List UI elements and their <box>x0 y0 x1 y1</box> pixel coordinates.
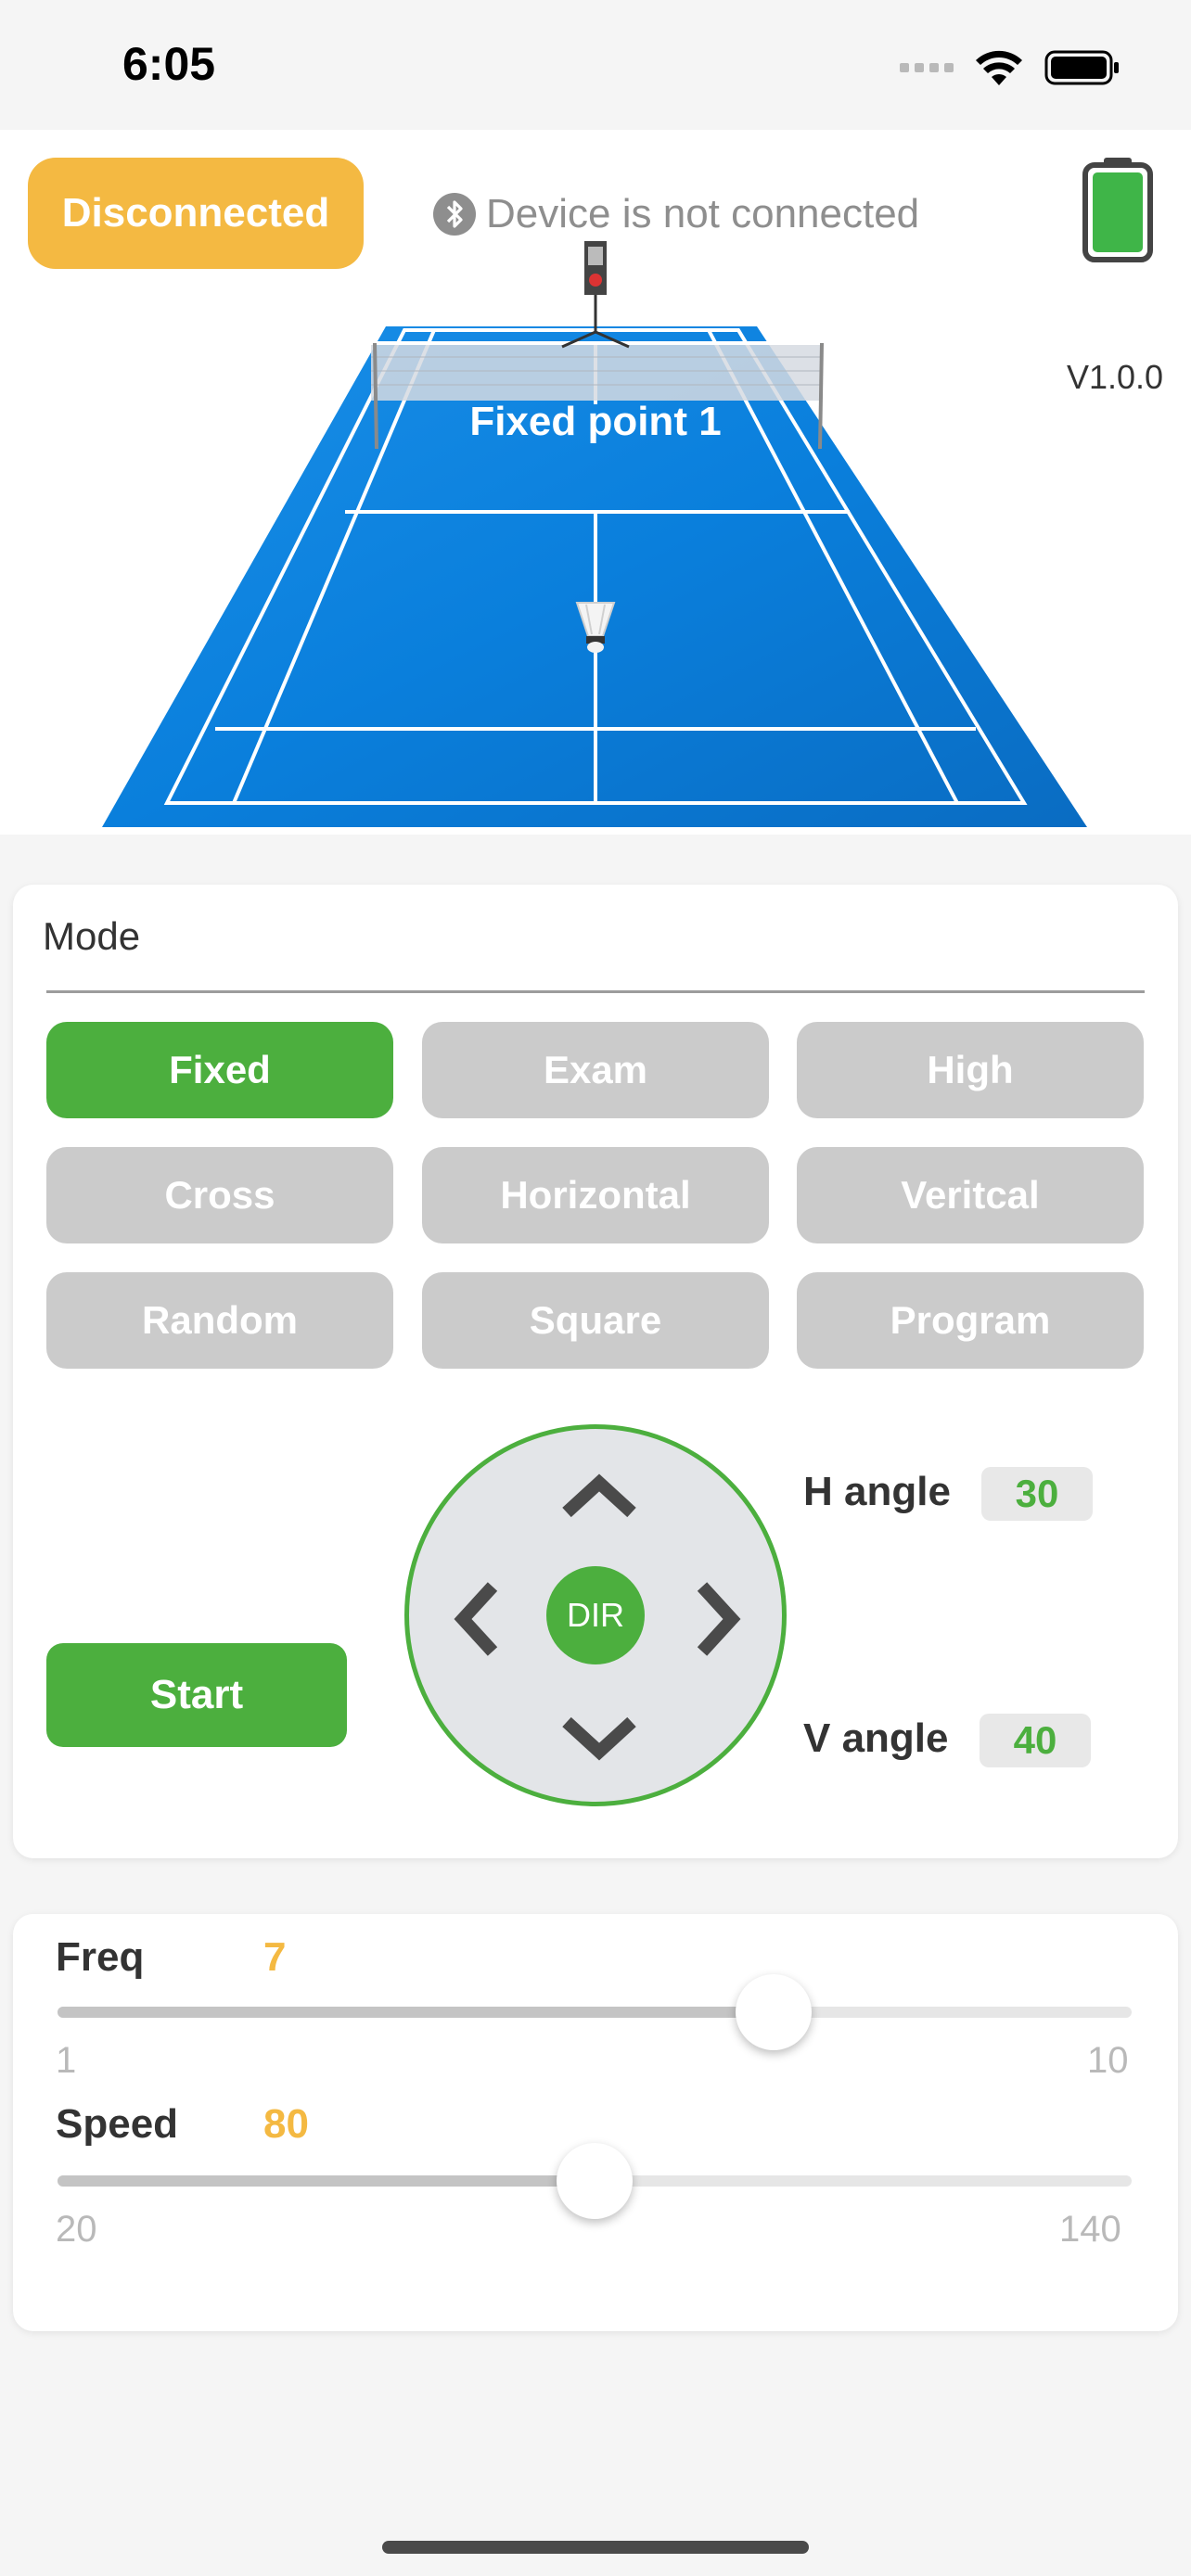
mode-button-random[interactable]: Random <box>46 1272 393 1369</box>
freq-slider-fill <box>58 2007 775 2018</box>
mode-button-program[interactable]: Program <box>797 1272 1144 1369</box>
freq-label: Freq <box>56 1934 145 1980</box>
v-angle-label: V angle <box>803 1715 949 1761</box>
mode-button-exam[interactable]: Exam <box>422 1022 769 1118</box>
freq-value: 7 <box>263 1934 287 1980</box>
h-angle-value[interactable]: 30 <box>981 1467 1093 1521</box>
court-point-label: Fixed point 1 <box>469 399 722 444</box>
device-status: Device is not connected <box>432 185 919 243</box>
freq-min-label: 1 <box>56 2040 77 2081</box>
mode-button-fixed[interactable]: Fixed <box>46 1022 393 1118</box>
shuttlecock-icon <box>575 602 616 653</box>
mode-title: Mode <box>43 914 141 958</box>
freq-slider-track[interactable] <box>58 2007 1132 2018</box>
speed-max-label: 140 <box>1059 2209 1121 2250</box>
speed-slider-thumb[interactable] <box>557 2143 633 2219</box>
net <box>371 343 822 401</box>
mode-button-vertical[interactable]: Veritcal <box>797 1147 1144 1243</box>
mode-button-square[interactable]: Square <box>422 1272 769 1369</box>
wifi-icon <box>976 50 1022 85</box>
status-icons <box>900 45 1121 91</box>
connection-status-badge[interactable]: Disconnected <box>28 158 364 269</box>
chevron-right-icon[interactable] <box>695 1581 741 1657</box>
version-label: V1.0.0 <box>1067 358 1164 396</box>
signal-icon <box>900 63 954 72</box>
status-time: 6:05 <box>122 38 216 90</box>
slider-card <box>13 1914 1178 2331</box>
h-angle-label: H angle <box>803 1469 951 1514</box>
bluetooth-icon <box>433 193 476 236</box>
home-indicator[interactable] <box>382 2541 809 2554</box>
chevron-up-icon[interactable] <box>561 1473 637 1520</box>
battery-icon <box>1082 158 1153 262</box>
device-status-text: Device is not connected <box>486 191 920 236</box>
direction-pad: DIR <box>404 1424 787 1806</box>
freq-max-label: 10 <box>1087 2040 1129 2081</box>
chevron-down-icon[interactable] <box>561 1715 637 1761</box>
speed-value: 80 <box>263 2101 309 2147</box>
speed-slider-fill <box>58 2175 595 2187</box>
start-button[interactable]: Start <box>46 1643 347 1747</box>
dir-button[interactable]: DIR <box>546 1566 645 1664</box>
chevron-left-icon[interactable] <box>454 1581 500 1657</box>
v-angle-value[interactable]: 40 <box>980 1714 1091 1767</box>
speed-label: Speed <box>56 2101 179 2147</box>
court-illustration <box>102 241 1087 827</box>
mode-button-horizontal[interactable]: Horizontal <box>422 1147 769 1243</box>
status-battery-icon <box>1044 50 1119 85</box>
divider <box>46 990 1145 993</box>
launcher-machine-icon <box>561 241 630 349</box>
freq-slider-thumb[interactable] <box>736 1974 813 2050</box>
speed-min-label: 20 <box>56 2209 97 2250</box>
mode-button-cross[interactable]: Cross <box>46 1147 393 1243</box>
mode-button-high[interactable]: High <box>797 1022 1144 1118</box>
